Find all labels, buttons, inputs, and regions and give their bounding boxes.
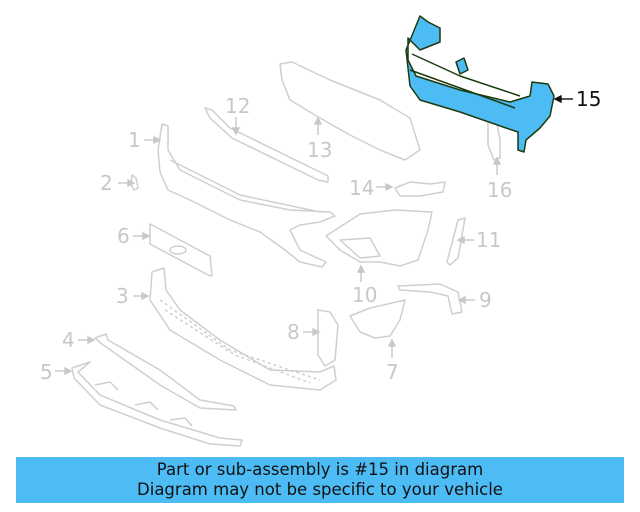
part-12 [204,107,329,183]
part-9 [397,283,463,315]
callout-6[interactable]: 6 [117,224,130,248]
callout-12[interactable]: 12 [225,94,251,118]
callout-7[interactable]: 7 [386,360,399,384]
parts-diagram: 1 2 3 4 5 6 7 8 9 10 11 12 13 14 15 16 [40,15,602,447]
callout-4[interactable]: 4 [62,328,75,352]
callout-2[interactable]: 2 [100,171,113,195]
callout-16[interactable]: 16 [487,178,513,202]
callout-11[interactable]: 11 [476,228,502,252]
part-13 [279,61,421,161]
part-5 [71,361,243,447]
part-3 [149,267,337,391]
callout-1[interactable]: 1 [128,128,141,152]
callout-9[interactable]: 9 [479,288,492,312]
banner-line-2: Diagram may not be specific to your vehi… [137,480,503,499]
callout-5[interactable]: 5 [40,360,53,384]
callout-15[interactable]: 15 [576,87,602,111]
part-1 [157,123,336,268]
callout-14[interactable]: 14 [349,176,375,200]
part-6 [149,223,213,277]
part-10 [325,209,433,267]
diagram-drawing [55,15,573,447]
callout-3[interactable]: 3 [116,284,129,308]
part-15-highlight [405,15,555,153]
part-8 [317,309,339,367]
callout-8[interactable]: 8 [287,320,300,344]
info-banner: Part or sub-assembly is #15 in diagram D… [16,457,624,503]
part-11 [446,217,466,266]
part-4 [94,333,237,411]
callout-10[interactable]: 10 [352,283,378,307]
banner-line-1: Part or sub-assembly is #15 in diagram [156,460,484,479]
callout-13[interactable]: 13 [307,138,333,162]
part-7 [349,299,406,339]
part-14 [394,181,446,197]
